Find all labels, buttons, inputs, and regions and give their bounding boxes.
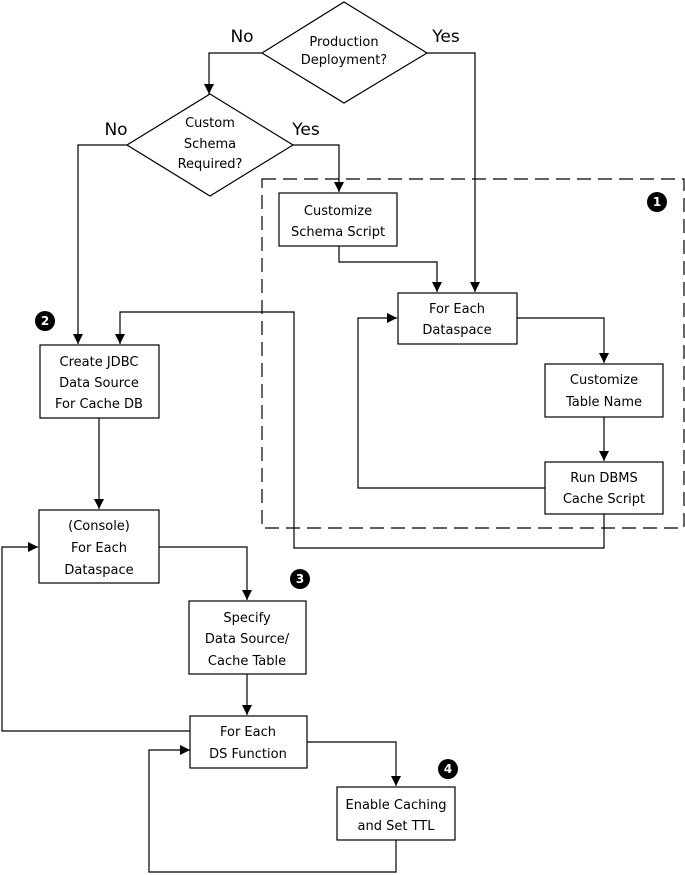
step-label: Cache Script	[563, 492, 645, 507]
decision-label: Schema	[184, 137, 236, 152]
step-label: Schema Script	[291, 225, 385, 240]
step-label: and Set TTL	[358, 819, 436, 834]
badge-number: 1	[653, 195, 661, 209]
arrow-function-to-enable	[307, 741, 401, 786]
step-label: (Console)	[68, 519, 130, 534]
dashed-group-region	[261, 178, 685, 529]
step-label: Table Name	[565, 395, 642, 410]
step-label: For Each	[220, 725, 276, 740]
arrow-run-loop-back	[357, 313, 545, 489]
decision-label: Deployment?	[301, 53, 387, 68]
arrow-dataspace-to-table	[517, 317, 609, 363]
step-label: Data Source	[59, 376, 139, 391]
step-create-jdbc-data-source: Create JDBC Data Source For Cache DB	[39, 344, 160, 419]
step-label: Dataspace	[422, 323, 491, 338]
step-label: Run DBMS	[570, 471, 637, 486]
branch-label-no: No	[104, 120, 127, 140]
step-console-for-each-dataspace: (Console) For Each Dataspace	[38, 509, 160, 584]
decision-label: Required?	[178, 157, 243, 172]
step-label: Customize	[570, 373, 638, 388]
step-label: For Each	[71, 541, 127, 556]
step-customize-table-name: Customize Table Name	[544, 363, 664, 418]
decision-production-deployment: Production Deployment?	[260, 1, 429, 104]
step-customize-schema-script: Customize Schema Script	[278, 192, 398, 247]
arrow-production-yes	[427, 52, 480, 292]
step-label: Create JDBC	[60, 355, 139, 370]
step-label: Customize	[304, 204, 372, 219]
step-label: For Each	[429, 302, 485, 317]
step-specify-data-source: Specify Data Source/ Cache Table	[188, 600, 307, 675]
branch-label-yes: Yes	[291, 120, 320, 140]
branch-label-no: No	[230, 27, 253, 47]
badge-2: 2	[35, 311, 55, 331]
step-enable-caching: Enable Caching and Set TTL	[336, 786, 456, 841]
step-for-each-dataspace: For Each Dataspace	[397, 292, 518, 345]
branch-label-yes: Yes	[431, 27, 460, 47]
arrow-enable-loop-back	[148, 745, 397, 873]
arrow-console-to-specify	[159, 546, 252, 600]
badge-1: 1	[647, 192, 667, 212]
step-run-dbms-cache-script: Run DBMS Cache Script	[544, 461, 664, 515]
step-label: Dataspace	[64, 563, 133, 578]
arrow-schema-yes	[293, 144, 344, 192]
step-label: Cache Table	[208, 654, 286, 669]
arrow-production-no	[204, 52, 262, 94]
step-label: For Cache DB	[55, 397, 143, 412]
arrow-function-loop-to-console	[1, 542, 190, 732]
connectors	[1, 52, 609, 873]
arrow-schema-no	[73, 144, 127, 344]
arrow-schema-script-to-dataspace	[338, 246, 442, 292]
badge-number: 2	[41, 314, 49, 328]
decision-custom-schema: Custom Schema Required?	[125, 93, 295, 197]
arrow-run-to-jdbc	[115, 311, 605, 549]
step-label: Data Source/	[205, 632, 290, 647]
badge-4: 4	[438, 759, 458, 779]
decision-label: Custom	[185, 116, 235, 131]
step-label: Specify	[223, 611, 271, 626]
step-label: DS Function	[209, 747, 287, 762]
step-for-each-ds-function: For Each DS Function	[189, 715, 308, 769]
decision-label: Production	[309, 35, 378, 50]
badge-number: 4	[444, 762, 452, 776]
badge-number: 3	[296, 572, 304, 586]
badge-3: 3	[290, 569, 310, 589]
step-label: Enable Caching	[346, 798, 447, 813]
